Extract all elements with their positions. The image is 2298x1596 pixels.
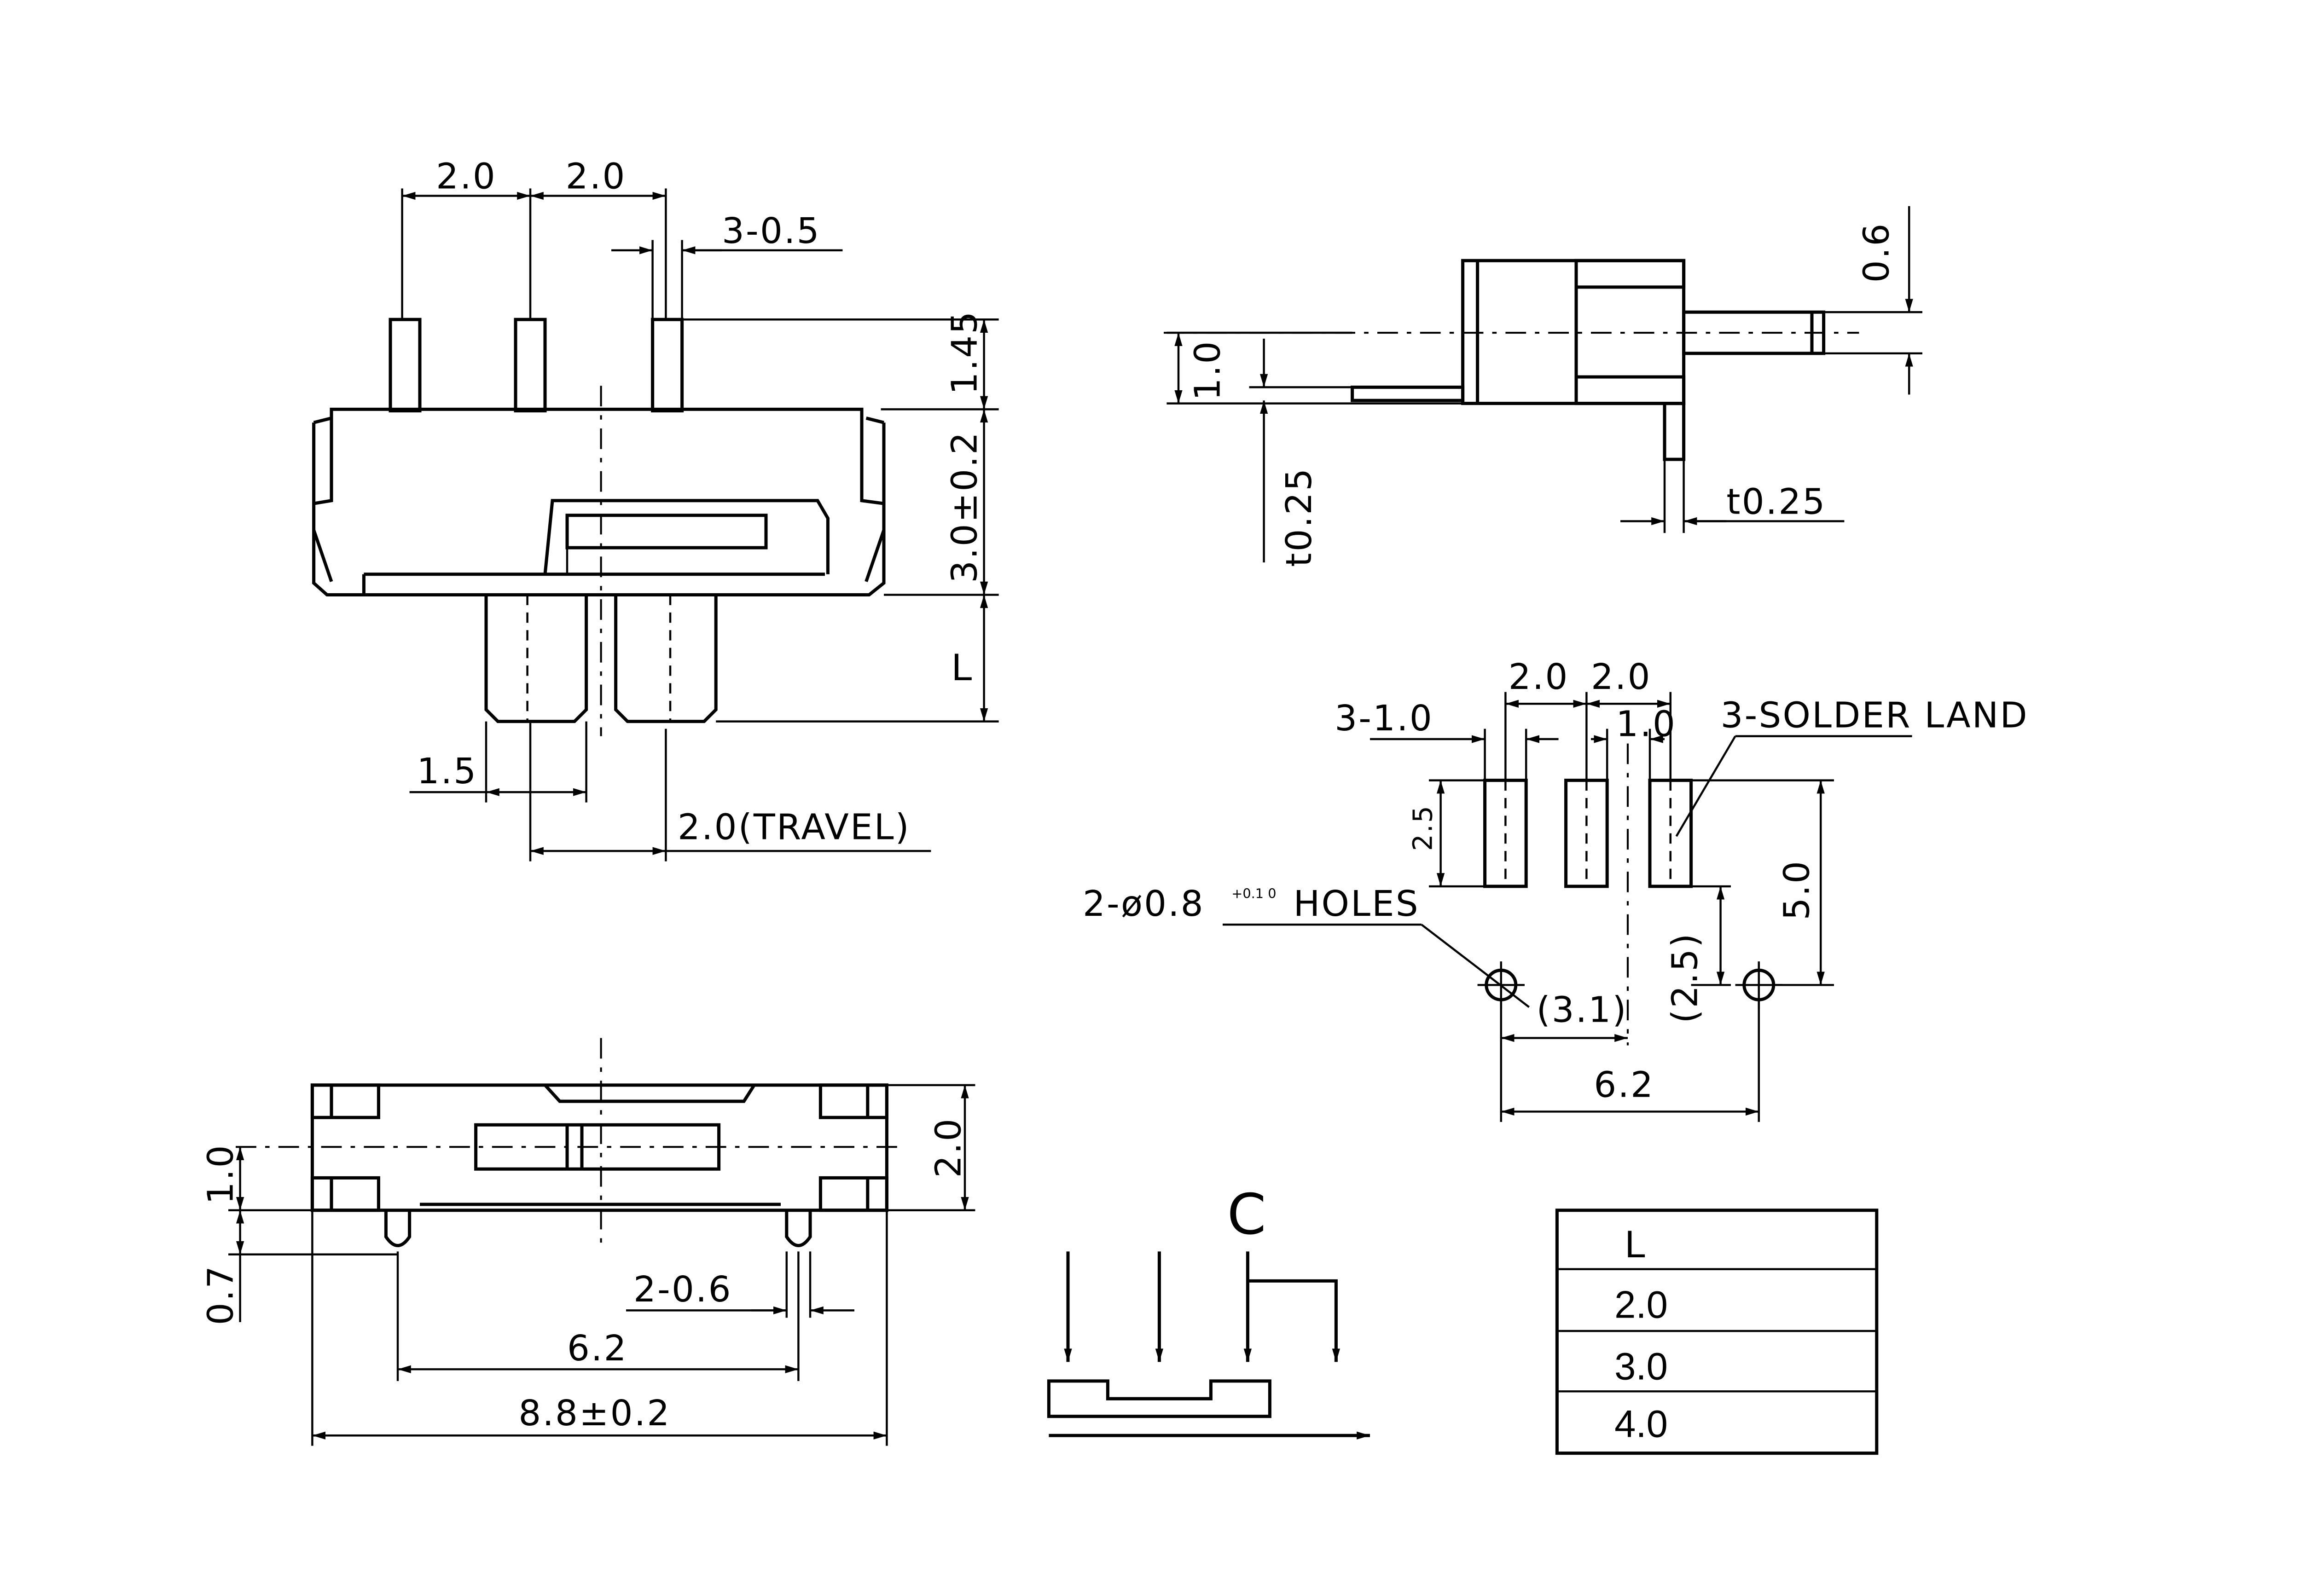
side-pin-offset: 1.0 bbox=[1188, 340, 1229, 400]
side-tip-thickness: 0.6 bbox=[1856, 222, 1897, 283]
bottom-post-width: 2-0.6 bbox=[633, 1269, 732, 1310]
front-body-height: 3.0±0.2 bbox=[945, 431, 986, 583]
pcb-holes-tolerance: +0.1 0 bbox=[1231, 886, 1276, 902]
front-pin-width: 3-0.5 bbox=[722, 211, 821, 252]
side-bracket-thickness: t0.25 bbox=[1726, 482, 1826, 523]
table-row: 4.0 bbox=[1614, 1402, 1668, 1445]
table-header: L bbox=[1625, 1223, 1646, 1266]
side-view: 0.6 1.0 t0.25 t0.25 bbox=[1164, 206, 1922, 567]
pcb-land-to-hole: (2.5) bbox=[1665, 932, 1706, 1023]
front-actuator-width: 1.5 bbox=[417, 751, 478, 792]
pcb-hole-spacing: 6.2 bbox=[1594, 1064, 1654, 1105]
pcb-hole-to-center: (3.1) bbox=[1537, 989, 1628, 1030]
pcb-land-gap: 1.0 bbox=[1616, 704, 1677, 745]
pcb-pitch-right: 2.0 bbox=[1591, 657, 1652, 698]
front-actuator-length: L bbox=[952, 646, 973, 688]
pcb-pitch-left: 2.0 bbox=[1509, 657, 1569, 698]
circuit-label: C bbox=[1227, 1182, 1266, 1247]
pcb-holes-label: 2-ø0.8 bbox=[1083, 884, 1205, 925]
bottom-offset-top: 1.0 bbox=[201, 1144, 242, 1204]
bottom-width-total: 8.8±0.2 bbox=[518, 1393, 671, 1434]
table-row: 2.0 bbox=[1614, 1283, 1668, 1326]
front-view: 2.0 2.0 3-0.5 1.45 3.0±0.2 L 1.5 2.0(TRA… bbox=[312, 156, 999, 862]
bottom-height: 2.0 bbox=[928, 1117, 969, 1178]
front-travel: 2.0(TRAVEL) bbox=[678, 807, 911, 848]
side-terminal-thickness: t0.25 bbox=[1279, 467, 1320, 567]
front-pitch-left: 2.0 bbox=[436, 156, 497, 197]
front-pitch-right: 2.0 bbox=[566, 156, 627, 197]
circuit-symbol: C bbox=[1047, 1182, 1370, 1440]
bottom-hole-spacing: 6.2 bbox=[567, 1328, 628, 1369]
bottom-view: 2.0 1.0 0.7 2-0.6 6.2 8.8±0.2 bbox=[201, 1038, 975, 1446]
pcb-holes-word: HOLES bbox=[1294, 884, 1420, 925]
pcb-land-label: 3-SOLDER LAND bbox=[1721, 695, 2029, 736]
pcb-land-width: 3-1.0 bbox=[1335, 698, 1433, 739]
length-table: L 2.0 3.0 4.0 bbox=[1555, 1209, 1879, 1455]
table-row: 3.0 bbox=[1614, 1345, 1668, 1388]
pcb-land-height: 2.5 bbox=[1407, 804, 1438, 851]
pcb-land-to-hole-total: 5.0 bbox=[1777, 860, 1818, 920]
bottom-offset-bottom: 0.7 bbox=[201, 1265, 242, 1325]
front-pin-height: 1.45 bbox=[945, 310, 986, 395]
pcb-layout: 2.0 2.0 3-1.0 1.0 3-SOLDER LAND 2.5 2-ø0… bbox=[1083, 657, 2029, 1122]
